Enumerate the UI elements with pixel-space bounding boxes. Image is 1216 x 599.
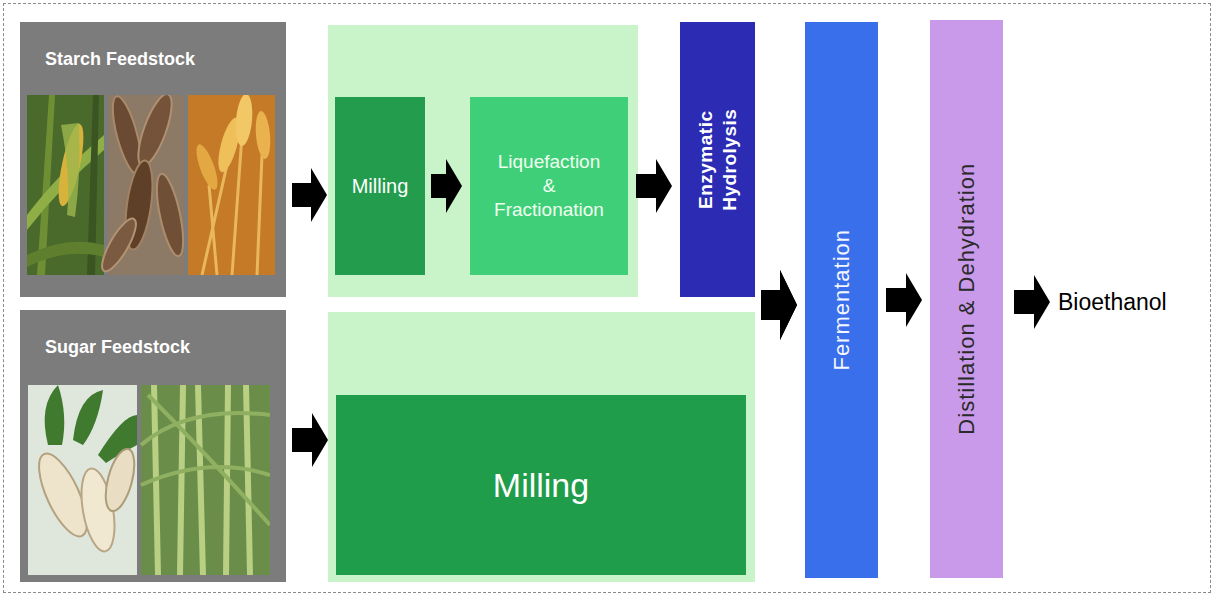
wheat-photo bbox=[188, 95, 275, 275]
sugar-crop-photos bbox=[28, 385, 270, 575]
process-box: Distillation & Dehydration bbox=[930, 20, 1003, 578]
process-box: Milling bbox=[335, 97, 425, 275]
corn-photo bbox=[27, 95, 104, 275]
product-text: Bioethanol bbox=[1058, 288, 1167, 317]
sugar-beet-photo bbox=[28, 385, 140, 575]
photo-ground bbox=[141, 385, 270, 575]
sugar-beet bbox=[100, 446, 140, 514]
cassava-photo bbox=[96, 95, 188, 275]
panel-title: Starch Feedstock bbox=[20, 22, 286, 71]
block-arrow bbox=[636, 159, 672, 213]
wheat-ear bbox=[234, 95, 254, 147]
cane-leaf bbox=[141, 395, 270, 525]
block-arrow bbox=[1014, 275, 1050, 329]
wheat-ear bbox=[192, 142, 222, 192]
corn-husk bbox=[61, 123, 80, 217]
sugarcane-photo bbox=[141, 385, 270, 575]
process-label: Enzymatic Hydrolysis bbox=[694, 32, 742, 287]
block-arrow bbox=[761, 270, 797, 340]
feedstock-panel: Starch Feedstock bbox=[20, 22, 286, 297]
cassava-root bbox=[96, 215, 142, 275]
process-label: Fermentation bbox=[828, 32, 856, 568]
photo-ground bbox=[188, 95, 275, 275]
cassava-root bbox=[132, 95, 179, 169]
product-label: Bioethanol bbox=[1058, 288, 1167, 317]
corn-leaf bbox=[27, 242, 104, 267]
block-arrow bbox=[292, 413, 328, 467]
wheat-ear bbox=[254, 110, 272, 159]
process-box: Fermentation bbox=[805, 22, 878, 578]
process-box: Milling bbox=[336, 395, 746, 575]
feedstock-panel: Sugar Feedstock bbox=[20, 310, 286, 582]
process-label: Milling bbox=[342, 464, 740, 507]
panel-title: Sugar Feedstock bbox=[20, 310, 286, 359]
process-label: Milling bbox=[341, 174, 419, 199]
process-box: Enzymatic Hydrolysis bbox=[680, 22, 755, 297]
process-label: Distillation & Dehydration bbox=[953, 30, 981, 568]
block-arrow bbox=[292, 168, 327, 222]
starch-crop-photos bbox=[27, 95, 275, 275]
process-box: Liquefaction & Fractionation bbox=[470, 97, 628, 275]
block-arrow bbox=[431, 159, 462, 213]
block-arrow bbox=[761, 270, 797, 340]
process-label: Liquefaction & Fractionation bbox=[476, 150, 622, 221]
photo-ground bbox=[27, 95, 104, 275]
cassava-root bbox=[151, 172, 188, 258]
block-arrow bbox=[886, 273, 922, 327]
